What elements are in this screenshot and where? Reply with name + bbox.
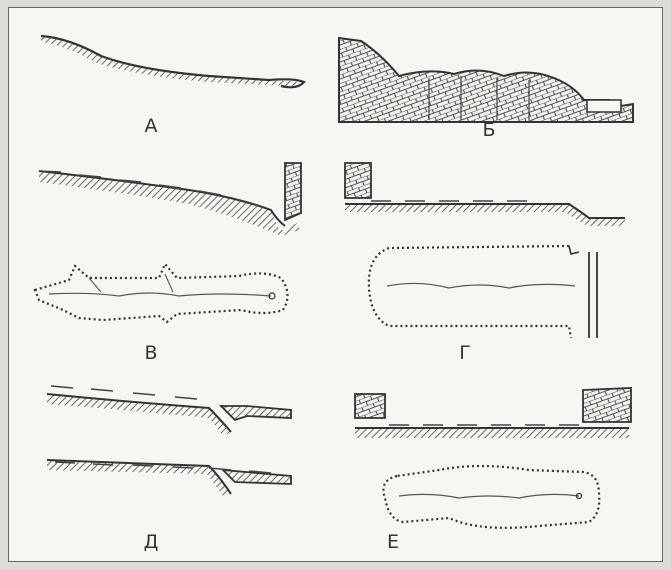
figure-frame: А Б В Г Д Е	[8, 7, 663, 562]
panel-e-plan	[384, 466, 600, 528]
panel-v-label: В	[144, 342, 157, 364]
panel-d-label: Д	[144, 531, 159, 553]
panel-b-profile	[339, 38, 633, 122]
panel-a-label: А	[145, 115, 158, 137]
panel-e-label: Е	[387, 531, 399, 553]
panel-v-profile	[39, 163, 301, 236]
figure-drawing	[9, 8, 664, 563]
panel-d-profiles	[47, 386, 291, 496]
panel-g-profile	[345, 163, 625, 226]
panel-v-plan	[35, 264, 288, 322]
panel-e-profile	[355, 388, 631, 438]
panel-a-profile	[41, 36, 304, 87]
panel-g-label: Г	[459, 342, 471, 364]
panel-g-plan	[369, 246, 597, 338]
panel-b-label: Б	[482, 119, 495, 141]
